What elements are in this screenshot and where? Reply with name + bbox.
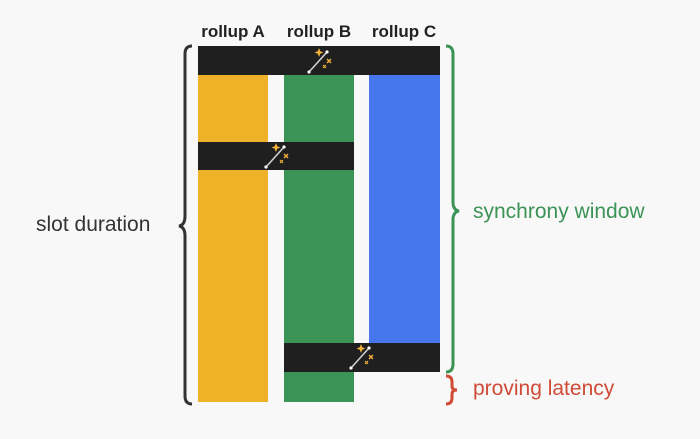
rollup-b-label: rollup B	[286, 22, 352, 41]
slot-duration-label: slot duration	[36, 213, 151, 236]
magic-wand-icon	[349, 344, 374, 370]
rollup-c-label: rollup C	[371, 22, 437, 41]
synchrony-window-brace	[445, 44, 460, 374]
magic-wand-icon	[264, 143, 289, 169]
proving-latency-label: proving latency	[473, 377, 615, 400]
rollup-c-column	[369, 74, 440, 372]
rollup-a-label: rollup A	[201, 22, 265, 41]
slot-duration-brace	[178, 44, 193, 406]
proving-latency-brace	[445, 374, 458, 406]
rollup-a-column	[198, 74, 268, 402]
synchrony-window-label: synchrony window	[473, 200, 645, 223]
magic-wand-icon	[307, 48, 332, 74]
